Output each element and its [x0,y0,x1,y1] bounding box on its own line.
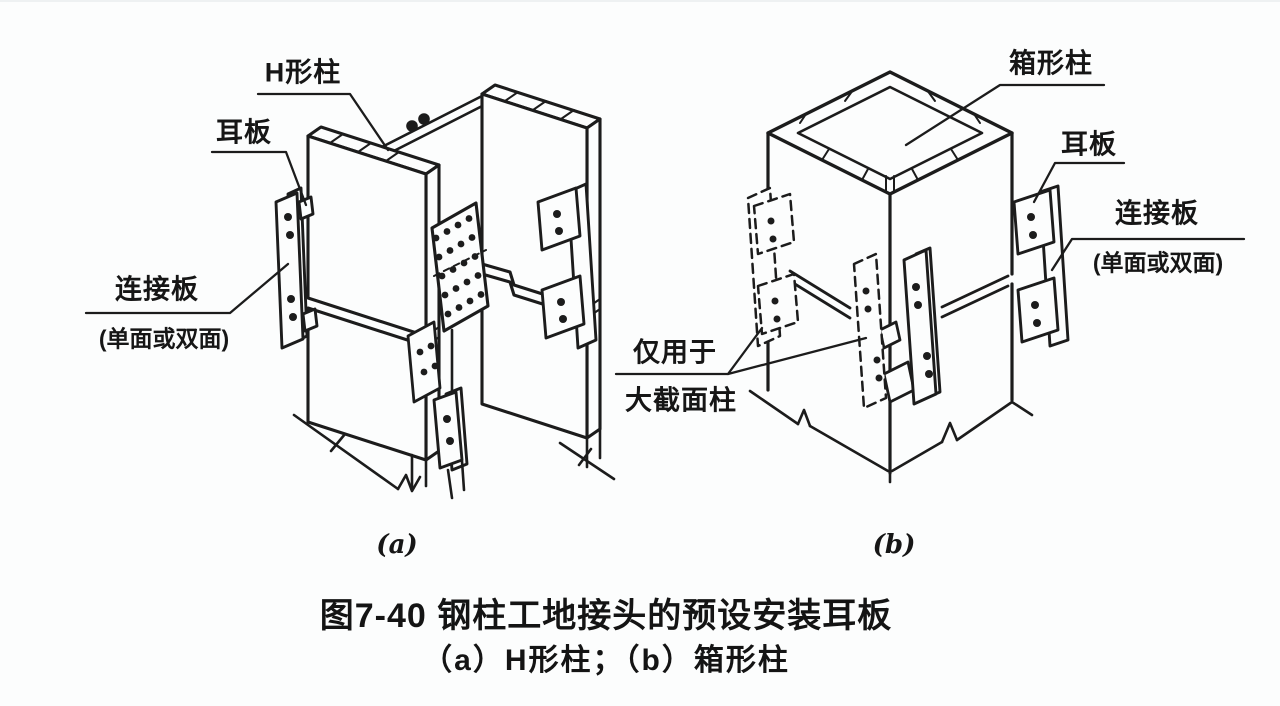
label-link-plate-b: 连接板 [1115,198,1199,229]
right-lug-assembly-a [536,182,598,350]
bottom-lug-a [432,386,469,472]
figure-subcaption: （a）H形柱；（b）箱形柱 [422,644,790,677]
left-lug-assembly-a [274,186,319,350]
h-column-web-top [370,94,496,158]
label-large-section: 大截面柱 [625,385,737,416]
splice-plate-bolt-holes [432,215,485,318]
box-column-top [766,70,1014,196]
h-column-drawing [84,83,616,500]
label-box-column: 箱形柱 [1009,48,1093,79]
label-ear-b: 耳板 [1061,129,1117,160]
box-splice-joint [788,269,1010,320]
leader-ear-b [1032,161,1126,204]
break-lines-a [292,413,616,500]
leader-h-column [256,92,390,152]
leader-lines-b [614,83,1246,376]
left-dashed-lug-assembly-b [746,186,800,348]
break-lines-b [748,389,1034,484]
leader-lines-a [84,92,390,315]
label-only-for: 仅用于 [633,337,717,368]
label-link-plate-note-b: (单面或双面) [1092,249,1224,276]
sublabel-b: (b) [872,530,916,560]
leader-box-column [904,83,1106,147]
center-dashed-lug-b [852,252,888,410]
web-lower-plate-a [406,320,442,404]
leader-link-a [84,262,290,315]
leader-only-for-2 [726,336,868,376]
right-lug-assembly-b [1012,184,1070,348]
label-h-column: H形柱 [264,57,342,88]
center-solid-lug-b [902,246,942,406]
joint-brackets-b [878,320,916,404]
h-column-front-flange [306,125,441,462]
box-column-drawing [614,70,1246,484]
leader-ear-a [210,150,308,207]
label-ear-a: 耳板 [216,117,272,148]
figure-caption: 图7-40 钢柱工地接头的预设安装耳板 [319,597,893,635]
sublabel-a: (a) [376,530,418,560]
label-link-plate-a: 连接板 [115,274,199,305]
label-link-plate-note-a: (单面或双面) [98,325,230,352]
leader-link-b [1050,237,1246,272]
